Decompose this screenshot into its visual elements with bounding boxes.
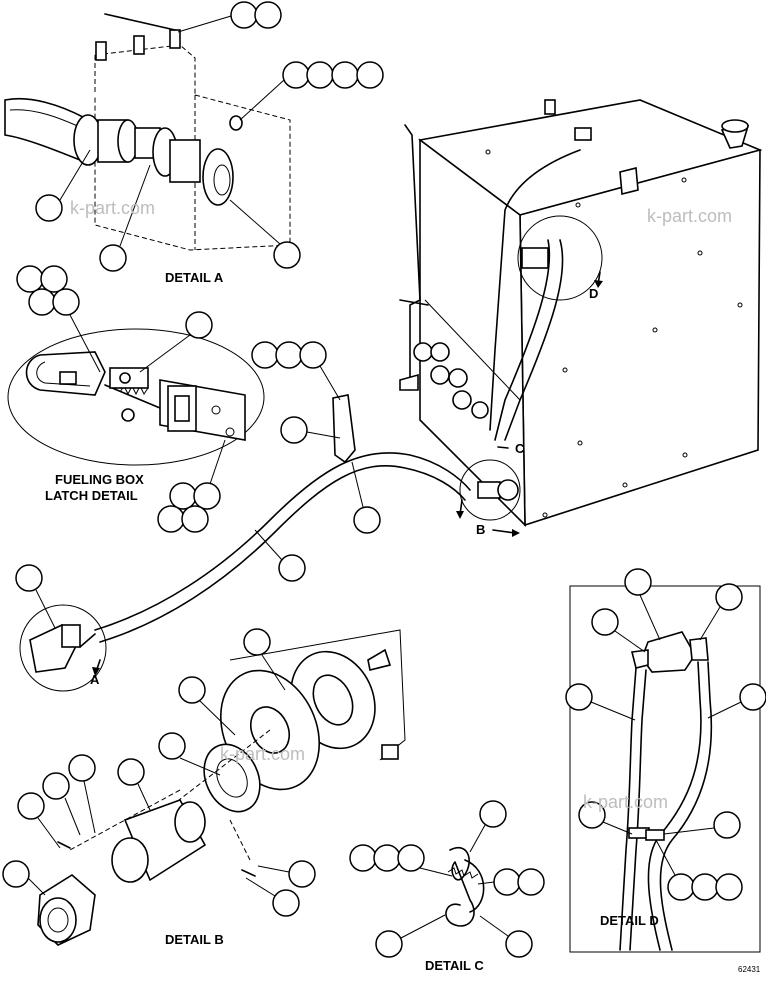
- drawing-number: 62431: [738, 965, 761, 974]
- latch-label-line1: FUELING BOX: [55, 472, 144, 487]
- detail-c-label: DETAIL C: [425, 958, 484, 973]
- detail-d-group: DETAIL D: [565, 568, 766, 953]
- detail-b-group: DETAIL B: [2, 628, 406, 947]
- latch-detail-group: FUELING BOX LATCH DETAIL: [7, 265, 265, 533]
- detail-a-coupler: [73, 114, 243, 206]
- view-arrow-a: A: [90, 672, 100, 687]
- watermark-1: k-part.com: [70, 198, 155, 218]
- watermark-3: k-part.com: [220, 744, 305, 764]
- detail-c-group: DETAIL C: [349, 800, 545, 973]
- view-arrow-d: D: [589, 286, 598, 301]
- fuel-tank-group: D C B: [399, 99, 763, 537]
- detail-a-hose: [4, 97, 86, 162]
- view-arrow-b: B: [476, 522, 485, 537]
- tank-rivets: [485, 149, 743, 518]
- latch-label-line2: LATCH DETAIL: [45, 488, 138, 503]
- detail-d-label: DETAIL D: [600, 913, 659, 928]
- watermark-4: k-part.com: [583, 792, 668, 812]
- detail-a-label: DETAIL A: [165, 270, 224, 285]
- detail-a-fittings: [95, 13, 181, 61]
- watermark-2: k-part.com: [647, 206, 732, 226]
- detail-b-label: DETAIL B: [165, 932, 224, 947]
- main-hose-group: A: [15, 341, 471, 692]
- detail-a-group: DETAIL A: [4, 1, 384, 285]
- view-arrow-c: C: [515, 441, 525, 456]
